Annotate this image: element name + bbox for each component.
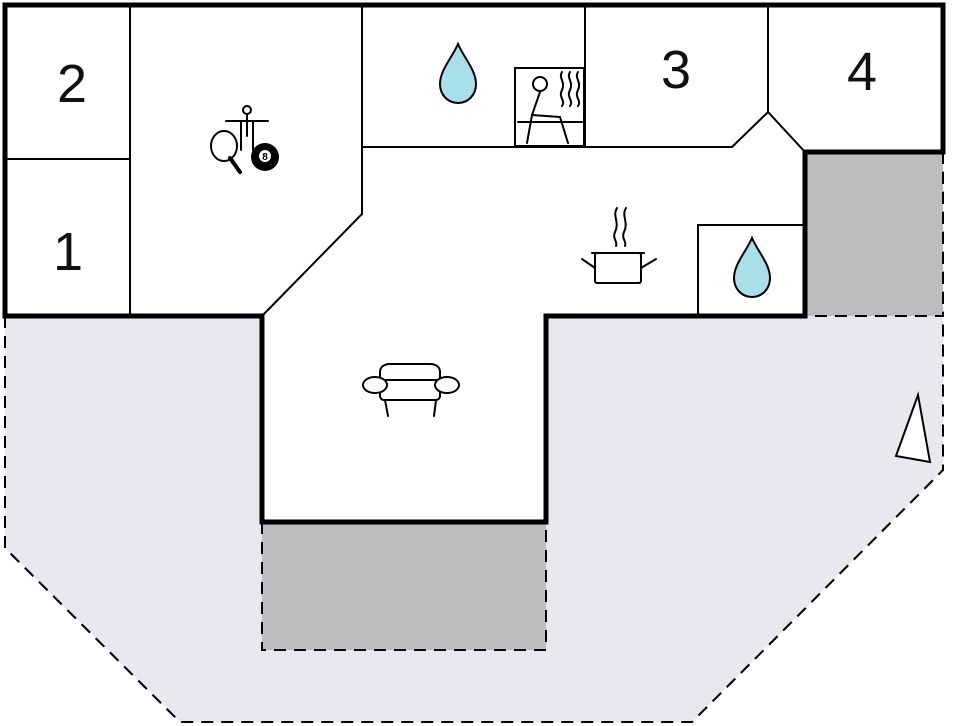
cooking-pot-icon	[581, 207, 657, 284]
foosball-icon	[225, 105, 269, 151]
terrace-fill	[5, 316, 943, 722]
room-label-4: 4	[847, 42, 877, 102]
interior-floor	[5, 5, 943, 522]
north-arrow-icon	[894, 391, 932, 464]
wall-small-bath	[697, 224, 805, 316]
outer-wall	[2, 2, 946, 525]
wall-games-room	[261, 5, 363, 317]
room-label-2: 2	[57, 54, 87, 114]
water-drop-icon	[438, 41, 478, 105]
covered-area-right-outline	[805, 152, 944, 317]
sofa-icon	[362, 363, 460, 417]
room-label-3: 3	[661, 40, 691, 100]
covered-area-right	[805, 152, 943, 316]
sauna-icon	[514, 67, 585, 147]
covered-area-bottom	[262, 522, 546, 650]
covered-area-bottom-outline	[261, 522, 547, 651]
table-tennis-icon	[210, 130, 242, 174]
billiard-ball-icon: 8	[251, 143, 279, 171]
svg-text:8: 8	[262, 152, 268, 163]
room-label-1: 1	[53, 222, 83, 282]
water-drop-icon	[732, 235, 772, 299]
